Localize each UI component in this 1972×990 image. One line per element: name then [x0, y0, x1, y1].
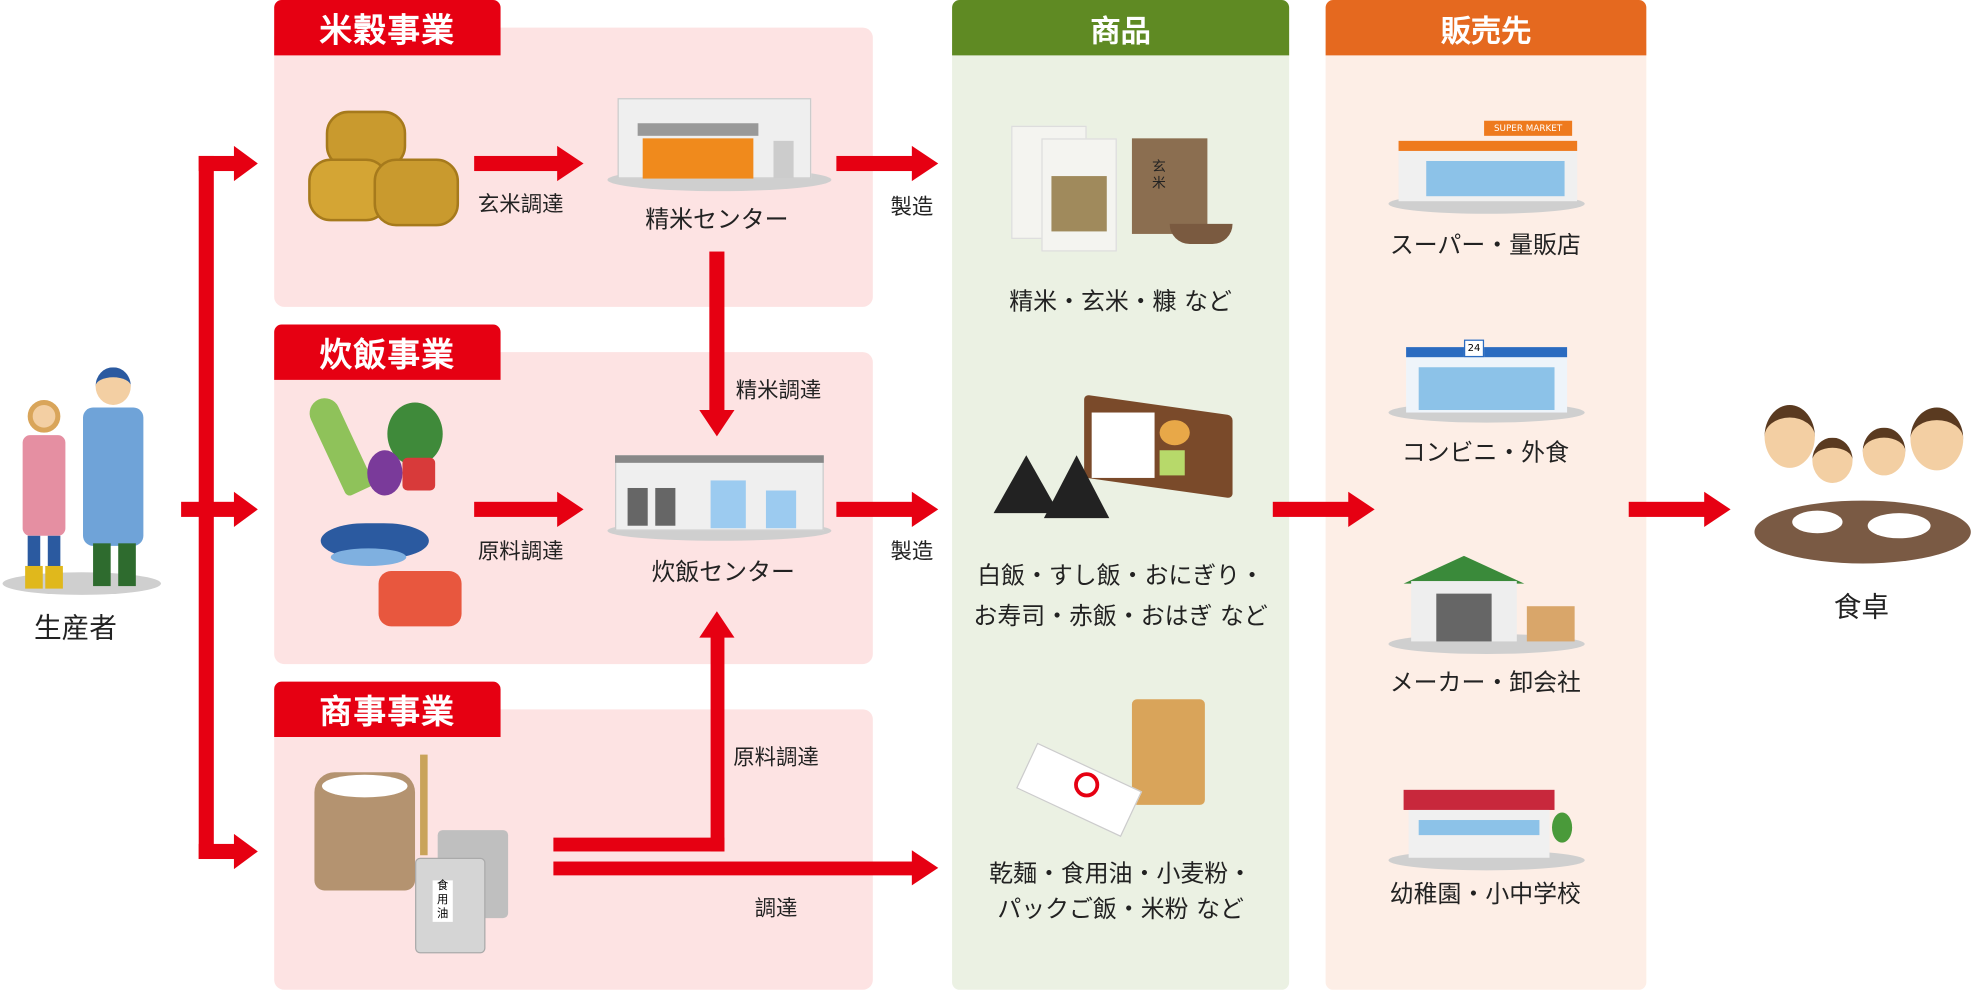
arrow-genryou: [474, 491, 584, 527]
school-illustration: [1388, 787, 1585, 871]
arrow-trading-out: [553, 850, 939, 886]
farmer-woman-illustration: [18, 399, 71, 589]
oil-can-label: 食用油: [432, 880, 453, 922]
product-line-dry-goods-2: パックご飯・米粉 など: [997, 895, 1244, 924]
rice-grain-tab: 米穀事業: [274, 0, 501, 56]
rice-bag-label: 玄米: [1152, 158, 1166, 192]
arrow-trading-up: [553, 611, 735, 852]
konbini-sign: 24: [1463, 339, 1485, 358]
cooked-rice-center-label: 炊飯センター: [651, 558, 795, 587]
producer-label: 生産者: [33, 613, 117, 646]
arrow-to-table: [1628, 491, 1731, 527]
family-dining-illustration: [1754, 400, 1971, 566]
seimai-manufacture-label: 製造: [890, 194, 934, 221]
rice-mill-center-illustration: [607, 98, 832, 192]
fish-meat-illustration: [320, 513, 472, 629]
product-line-dry-goods-1: 乾麺・食用油・小麦粉・: [989, 860, 1253, 888]
supermarket-illustration: SUPER MARKET: [1388, 120, 1585, 217]
trading-tab: 商事事業: [274, 681, 501, 738]
suihan-manufacture-label: 製造: [890, 539, 934, 565]
product-line-rice: 精米・玄米・糠 など: [1009, 288, 1232, 316]
supermarket-sign: SUPER MARKET: [1484, 120, 1573, 136]
farmer-man-illustration: [78, 367, 148, 591]
sales-supermarket: スーパー・量販店: [1389, 231, 1581, 260]
bento-onigiri-illustration: [993, 394, 1238, 521]
warehouse-illustration: [1388, 555, 1585, 655]
arrow-seimai-down: [699, 251, 735, 437]
genmai-procurement-label: 玄米調達: [477, 192, 564, 218]
rice-mill-center-label: 精米センター: [645, 206, 789, 234]
trading-ingredient-procurement-label: 原料調達: [733, 745, 819, 771]
flour-noodles-illustration: [1016, 699, 1217, 838]
products-header: 商品: [952, 0, 1290, 56]
sales-header: 販売先: [1325, 0, 1647, 56]
product-line-cooked-2: お寿司・赤飯・おはぎ など: [973, 602, 1268, 631]
vegetables-illustration: [304, 393, 468, 503]
sales-convenience: コンビニ・外食: [1401, 438, 1569, 467]
dining-table-label: 食卓: [1833, 592, 1890, 624]
cooked-rice-center-illustration: [607, 455, 832, 541]
trading-procurement-label: 調達: [754, 896, 798, 922]
arrow-seimai-out: [836, 145, 939, 182]
sales-manufacturer: メーカー・卸会社: [1389, 669, 1581, 697]
arrow-genmai: [474, 145, 584, 182]
arrow-to-sales: [1272, 491, 1375, 527]
ingredient-procurement-label: 原料調達: [477, 539, 564, 565]
arrow-suihan-out: [836, 491, 939, 527]
product-line-cooked-1: 白飯・すし飯・おにぎり・: [977, 562, 1264, 590]
rice-bales-illustration: [308, 110, 461, 227]
rice-bags-illustration: 玄米: [1006, 121, 1237, 252]
cooked-rice-tab: 炊飯事業: [274, 324, 501, 380]
convenience-store-illustration: 24: [1388, 339, 1585, 423]
oil-can-illustration: 食用油: [415, 830, 511, 956]
seimai-procurement-label: 精米調達: [735, 378, 822, 404]
grain-sack-illustration: [314, 754, 452, 893]
sales-school: 幼稚園・小中学校: [1389, 880, 1581, 909]
